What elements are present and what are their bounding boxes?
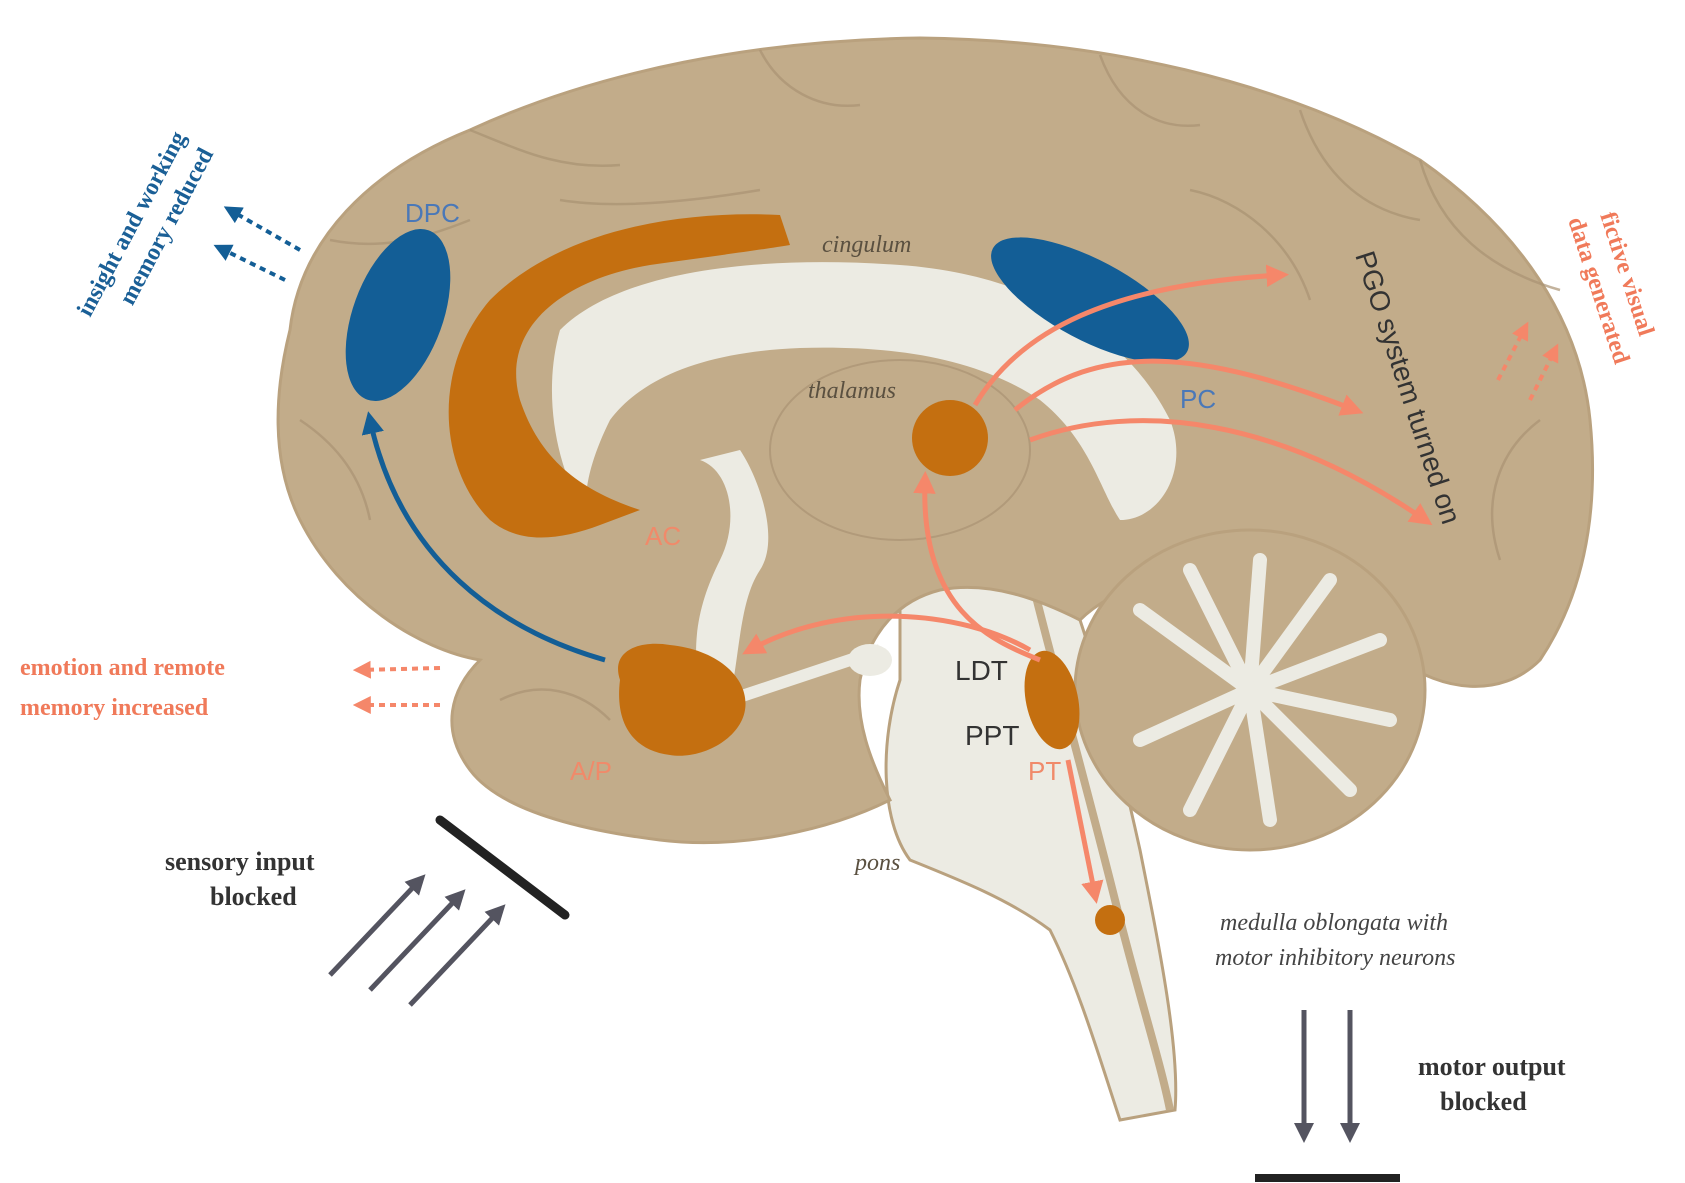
label-ap: A/P [570,756,612,786]
label-ppt: PPT [965,720,1019,751]
fictive-note: fictive visual data generated [1562,204,1665,368]
label-thalamus: thalamus [808,378,896,404]
sensory-block-bar [440,820,565,915]
label-dpc: DPC [405,198,460,228]
sensory-note-line1: sensory input [165,847,315,876]
label-ldt: LDT [955,655,1008,686]
label-cingulum: cingulum [822,232,911,258]
dashed-blue-arrows [220,210,300,280]
emotion-note-line2: memory increased [20,695,209,721]
sensory-arrows [330,880,500,1005]
medulla-note-line2: motor inhibitory neurons [1215,945,1455,971]
medulla-note-line1: medulla oblongata with [1220,910,1448,936]
thalamus-nucleus [912,400,988,476]
medulla-nucleus [1095,905,1125,935]
motor-note-line2: blocked [1440,1087,1527,1116]
motor-arrows [1304,1010,1350,1135]
insight-note: insight and working memory reduced [72,127,220,336]
motor-note-line1: motor output [1418,1052,1566,1081]
label-pons: pons [853,850,900,876]
sensory-note-line2: blocked [210,882,297,911]
label-pc: PC [1180,384,1216,414]
dashed-salmon-arrows-left [360,668,440,705]
label-ac: AC [645,521,681,551]
emotion-note-line1: emotion and remote [20,655,225,681]
label-pt: PT [1028,756,1061,786]
